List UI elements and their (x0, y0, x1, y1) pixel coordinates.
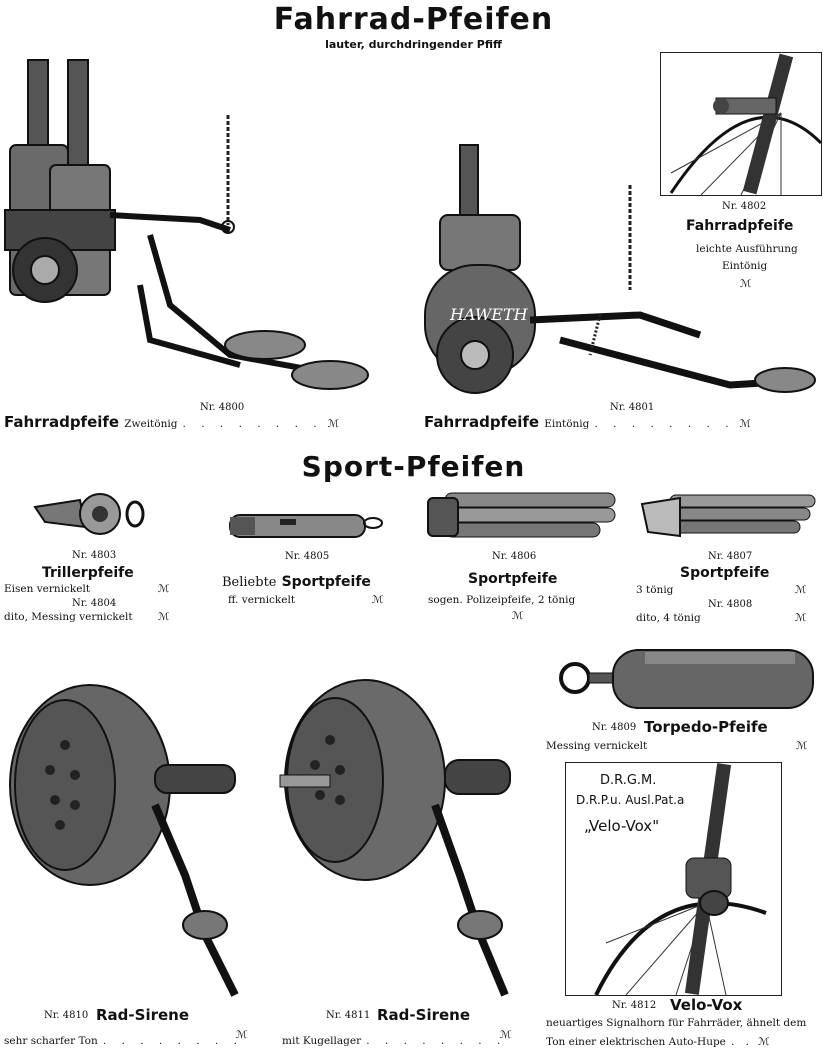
item-4804-number: Nr. 4804 (72, 598, 117, 609)
item-4810-number: Nr. 4810 (44, 1010, 89, 1021)
item-4812-desc-line2: Ton einer elektrischen Auto-Hupe (546, 1036, 726, 1048)
item-4811-name: Rad-Sirene (377, 1006, 471, 1024)
item-4810-name: Rad-Sirene (96, 1006, 190, 1024)
item-4811-caption: mit Kugellager . . . . . . . . (282, 1029, 506, 1048)
siren-4811-illustration (275, 675, 540, 1005)
bicycle-4802-illustration (660, 52, 822, 196)
item-4807-number: Nr. 4807 (708, 551, 753, 562)
item-4805-number: Nr. 4805 (285, 551, 330, 562)
item-4802-desc-line1: leichte Ausführung (696, 243, 798, 255)
whistle-4806-illustration (425, 490, 620, 545)
item-4800-desc: Zweitönig (124, 418, 178, 430)
item-4801-dots: . . . . . . . . (594, 418, 735, 430)
item-4803-number: Nr. 4803 (72, 550, 117, 561)
item-4812-name: Velo-Vox (670, 996, 743, 1014)
item-4802-price-unit: ℳ (740, 278, 752, 290)
whistle-4800-illustration (0, 55, 380, 400)
item-4808-number: Nr. 4808 (708, 599, 753, 610)
item-4802-name: Fahrradpfeife (686, 218, 794, 234)
item-4806-name: Sportpfeife (468, 571, 558, 587)
item-4811-price-unit: ℳ (500, 1029, 512, 1041)
page-title: Fahrrad-Pfeifen (273, 2, 554, 37)
item-4803-desc: Eisen vernickelt (4, 583, 91, 595)
velovox-label-line3: „Velo-Vox" (584, 817, 660, 835)
item-4809-price-unit: ℳ (796, 740, 808, 752)
item-4804-price-unit: ℳ (158, 611, 170, 623)
whistle-4807-illustration (640, 492, 820, 542)
item-4805-name: Sportpfeife (281, 574, 371, 590)
item-4810-price-unit: ℳ (236, 1029, 248, 1041)
item-4800-dots: . . . . . . . . (182, 418, 323, 430)
item-4802-desc-line2: Eintönig (722, 260, 768, 272)
item-4805-caption: Beliebte Sportpfeife (222, 571, 371, 590)
item-4801-desc: Eintönig (544, 418, 590, 430)
siren-4810-illustration (5, 675, 270, 1005)
velovox-label-line1: D.R.G.M. (600, 773, 657, 788)
page-subtitle: lauter, durchdringender Pfiff (325, 38, 502, 51)
item-4811-dots: . . . . . . . . (366, 1035, 507, 1047)
item-4811-number: Nr. 4811 (326, 1010, 371, 1021)
item-4807-price-unit: ℳ (795, 584, 807, 596)
item-4805-prefix: Beliebte (222, 575, 277, 590)
item-4812-desc-line1: neuartiges Signalhorn für Fahrräder, ähn… (546, 1017, 807, 1029)
item-4810-desc: sehr scharfer Ton (4, 1035, 98, 1047)
item-4800-price-unit: ℳ (327, 418, 339, 430)
item-4809-number: Nr. 4809 (592, 722, 637, 733)
whistle-4803-illustration (30, 492, 150, 542)
item-4805-desc: ff. vernickelt (228, 594, 296, 606)
item-4806-price-unit: ℳ (512, 610, 524, 622)
item-4812-caption: Ton einer elektrischen Auto-Hupe . . ℳ (546, 1030, 769, 1049)
item-4809-desc: Messing vernickelt (546, 740, 648, 752)
item-4808-price-unit: ℳ (795, 612, 807, 624)
item-4812-dots: . . (731, 1036, 754, 1048)
item-4809-name: Torpedo-Pfeife (644, 718, 768, 736)
whistle-4809-illustration (555, 640, 820, 715)
whistle-brand-label: HAWETH (449, 305, 529, 324)
whistle-4805-illustration (225, 505, 385, 545)
item-4800-caption: Fahrradpfeife Zweitönig . . . . . . . . … (4, 412, 339, 431)
item-4801-price-unit: ℳ (739, 418, 751, 430)
item-4803-name: Trillerpfeife (42, 565, 134, 581)
item-4806-desc: sogen. Polizeipfeife, 2 tönig (428, 594, 576, 606)
item-4810-caption: sehr scharfer Ton . . . . . . . . (4, 1029, 243, 1048)
item-4810-dots: . . . . . . . . (102, 1035, 243, 1047)
velovox-4812-illustration: D.R.G.M. D.R.P.u. Ausl.Pat.a „Velo-Vox" (565, 762, 782, 996)
item-4808-desc: dito, 4 tönig (636, 612, 701, 624)
item-4802-number: Nr. 4802 (722, 201, 767, 212)
item-4807-name: Sportpfeife (680, 565, 770, 581)
item-4801-name: Fahrradpfeife (424, 413, 540, 431)
item-4812-number: Nr. 4812 (612, 1000, 657, 1011)
item-4800-name: Fahrradpfeife (4, 413, 120, 431)
item-4803-price-unit: ℳ (158, 583, 170, 595)
item-4801-number: Nr. 4801 (610, 402, 655, 413)
item-4801-caption: Fahrradpfeife Eintönig . . . . . . . . ℳ (424, 412, 751, 431)
item-4805-price-unit: ℳ (372, 594, 384, 606)
item-4806-number: Nr. 4806 (492, 551, 537, 562)
item-4804-desc: dito, Messing vernickelt (4, 611, 133, 623)
item-4800-number: Nr. 4800 (200, 402, 245, 413)
item-4811-desc: mit Kugellager (282, 1035, 362, 1047)
velovox-label-line2: D.R.P.u. Ausl.Pat.a (576, 793, 685, 807)
item-4807-desc: 3 tönig (636, 584, 674, 596)
whistle-4801-illustration: HAWETH (410, 140, 820, 400)
item-4812-price-unit: ℳ (758, 1036, 770, 1048)
section-sport-title: Sport-Pfeifen (301, 450, 526, 483)
